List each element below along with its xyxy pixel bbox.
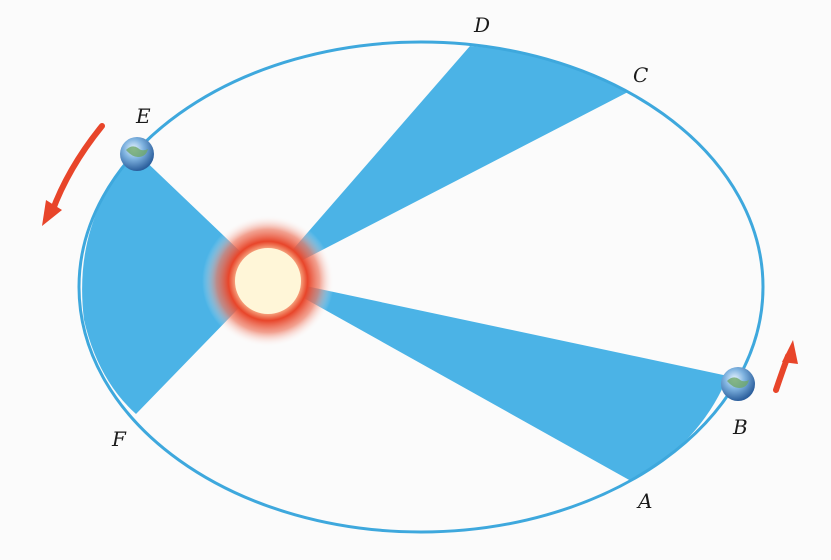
point-label-d: D: [473, 13, 490, 37]
point-label-e: E: [135, 104, 151, 128]
sun-icon: [202, 215, 334, 347]
earth-icon: [120, 137, 154, 171]
point-label-b: B: [732, 415, 748, 439]
earth-icon: [721, 367, 755, 401]
point-label-a: A: [636, 489, 652, 513]
point-label-f: F: [111, 427, 127, 451]
point-label-c: C: [633, 63, 648, 87]
